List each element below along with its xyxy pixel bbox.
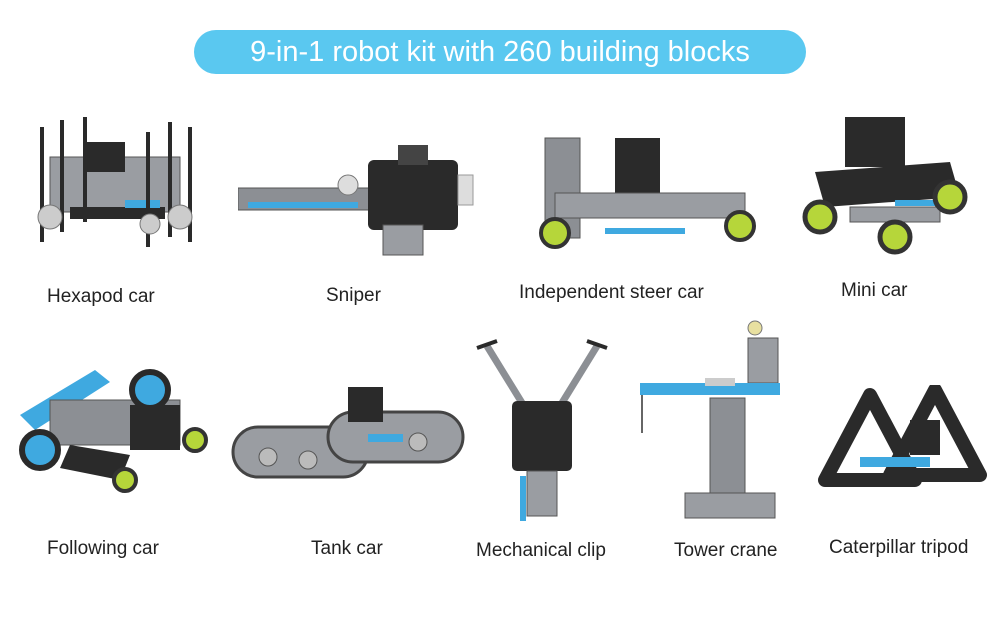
robot-mechanical-clip: Mechanical clip: [472, 336, 612, 561]
caterpillar-tripod-robot-icon: [818, 385, 987, 487]
robot-independent-steer-car: Independent steer car: [519, 128, 760, 303]
steer-car-robot-icon: [539, 137, 756, 249]
robot-caterpillar-tripod: Caterpillar tripod: [815, 385, 990, 558]
following-car-robot-icon: [19, 369, 208, 493]
tower-crane-robot-icon: [640, 320, 780, 519]
sniper-robot-icon: [238, 145, 474, 256]
robot-name: Mini car: [841, 280, 908, 301]
mini-car-robot-icon: [802, 117, 968, 255]
robot-name: Tank car: [311, 538, 383, 559]
robot-hexapod-car: Hexapod car: [30, 112, 200, 307]
robot-mini-car: Mini car: [800, 112, 970, 301]
robot-tower-crane: Tower crane: [630, 318, 790, 561]
robot-name: Sniper: [326, 285, 381, 306]
title-banner: 9-in-1 robot kit with 260 building block…: [194, 30, 806, 74]
robot-name: Hexapod car: [47, 286, 155, 307]
robot-tank-car: Tank car: [228, 382, 468, 559]
robot-name: Independent steer car: [519, 282, 704, 303]
robot-name: Tower crane: [674, 540, 778, 561]
robot-sniper: Sniper: [238, 140, 488, 306]
robot-name: Mechanical clip: [476, 540, 606, 561]
tank-car-robot-icon: [231, 387, 465, 479]
robot-name: Caterpillar tripod: [829, 537, 969, 558]
hexapod-car-robot-icon: [37, 117, 193, 247]
robot-name: Following car: [47, 538, 159, 559]
robot-following-car: Following car: [10, 360, 215, 559]
mechanical-clip-robot-icon: [476, 339, 608, 521]
